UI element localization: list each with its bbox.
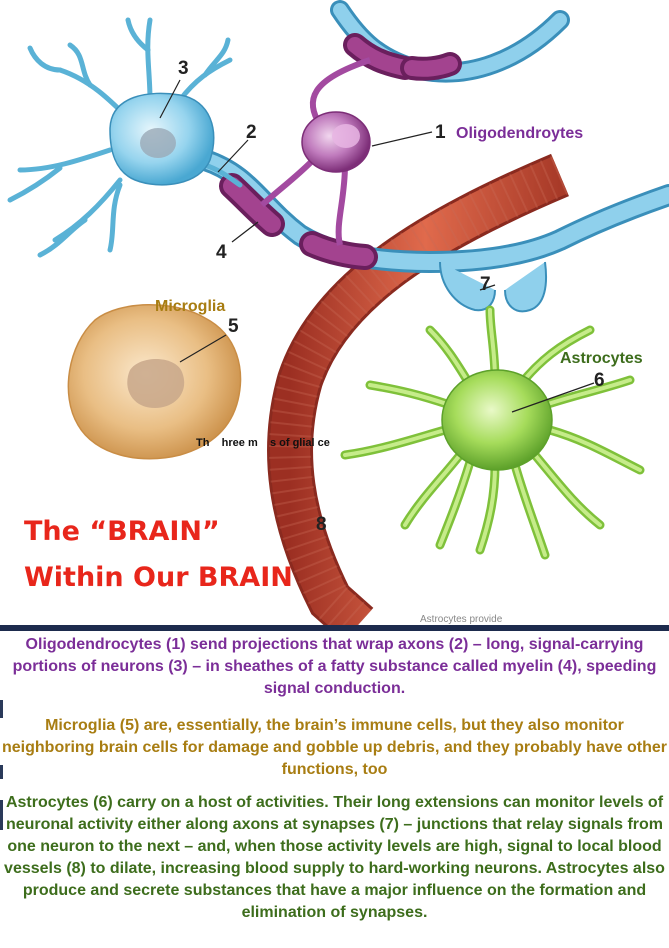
divider-band [0,625,669,631]
myelin-sheath [219,33,462,270]
microglia-label: Microglia [155,298,225,315]
edge-mark [0,700,3,718]
microglia [67,304,242,460]
obscured-caption: Th hree m s of glial ce [196,437,330,449]
title-line-2: Within Our BRAIN [24,562,293,593]
label-1: 1 [435,122,446,143]
leader-lines [159,79,595,413]
label-2: 2 [246,122,257,143]
label-7: 7 [480,274,491,295]
label-3: 3 [178,58,189,79]
neuron [7,17,243,258]
astrocyte [340,305,645,560]
synapse [439,261,548,313]
label-5: 5 [228,316,239,337]
oligodendrocyte [260,57,371,246]
astrocytes-label: Astrocytes [560,350,643,367]
label-6: 6 [594,370,605,391]
oligodendrocytes-label: Oligodendroytes [456,125,583,142]
edge-mark [0,765,3,779]
oligodendrocytes-description: Oligodendrocytes (1) send projections th… [12,636,657,697]
cut-caption: Astrocytes provide [420,614,503,625]
blood-vessel [267,153,569,625]
label-8: 8 [316,514,327,535]
glial-cells-diagram: 1 2 3 4 5 6 7 8 Oligodendroytes Microgli… [7,0,669,625]
microglia-description: Microglia (5) are, essentially, the brai… [2,717,667,778]
astrocytes-description: Astrocytes (6) carry on a host of activi… [4,794,665,921]
title-line-1: The “BRAIN” [24,516,220,547]
edge-mark [0,800,3,830]
label-4: 4 [216,242,227,263]
